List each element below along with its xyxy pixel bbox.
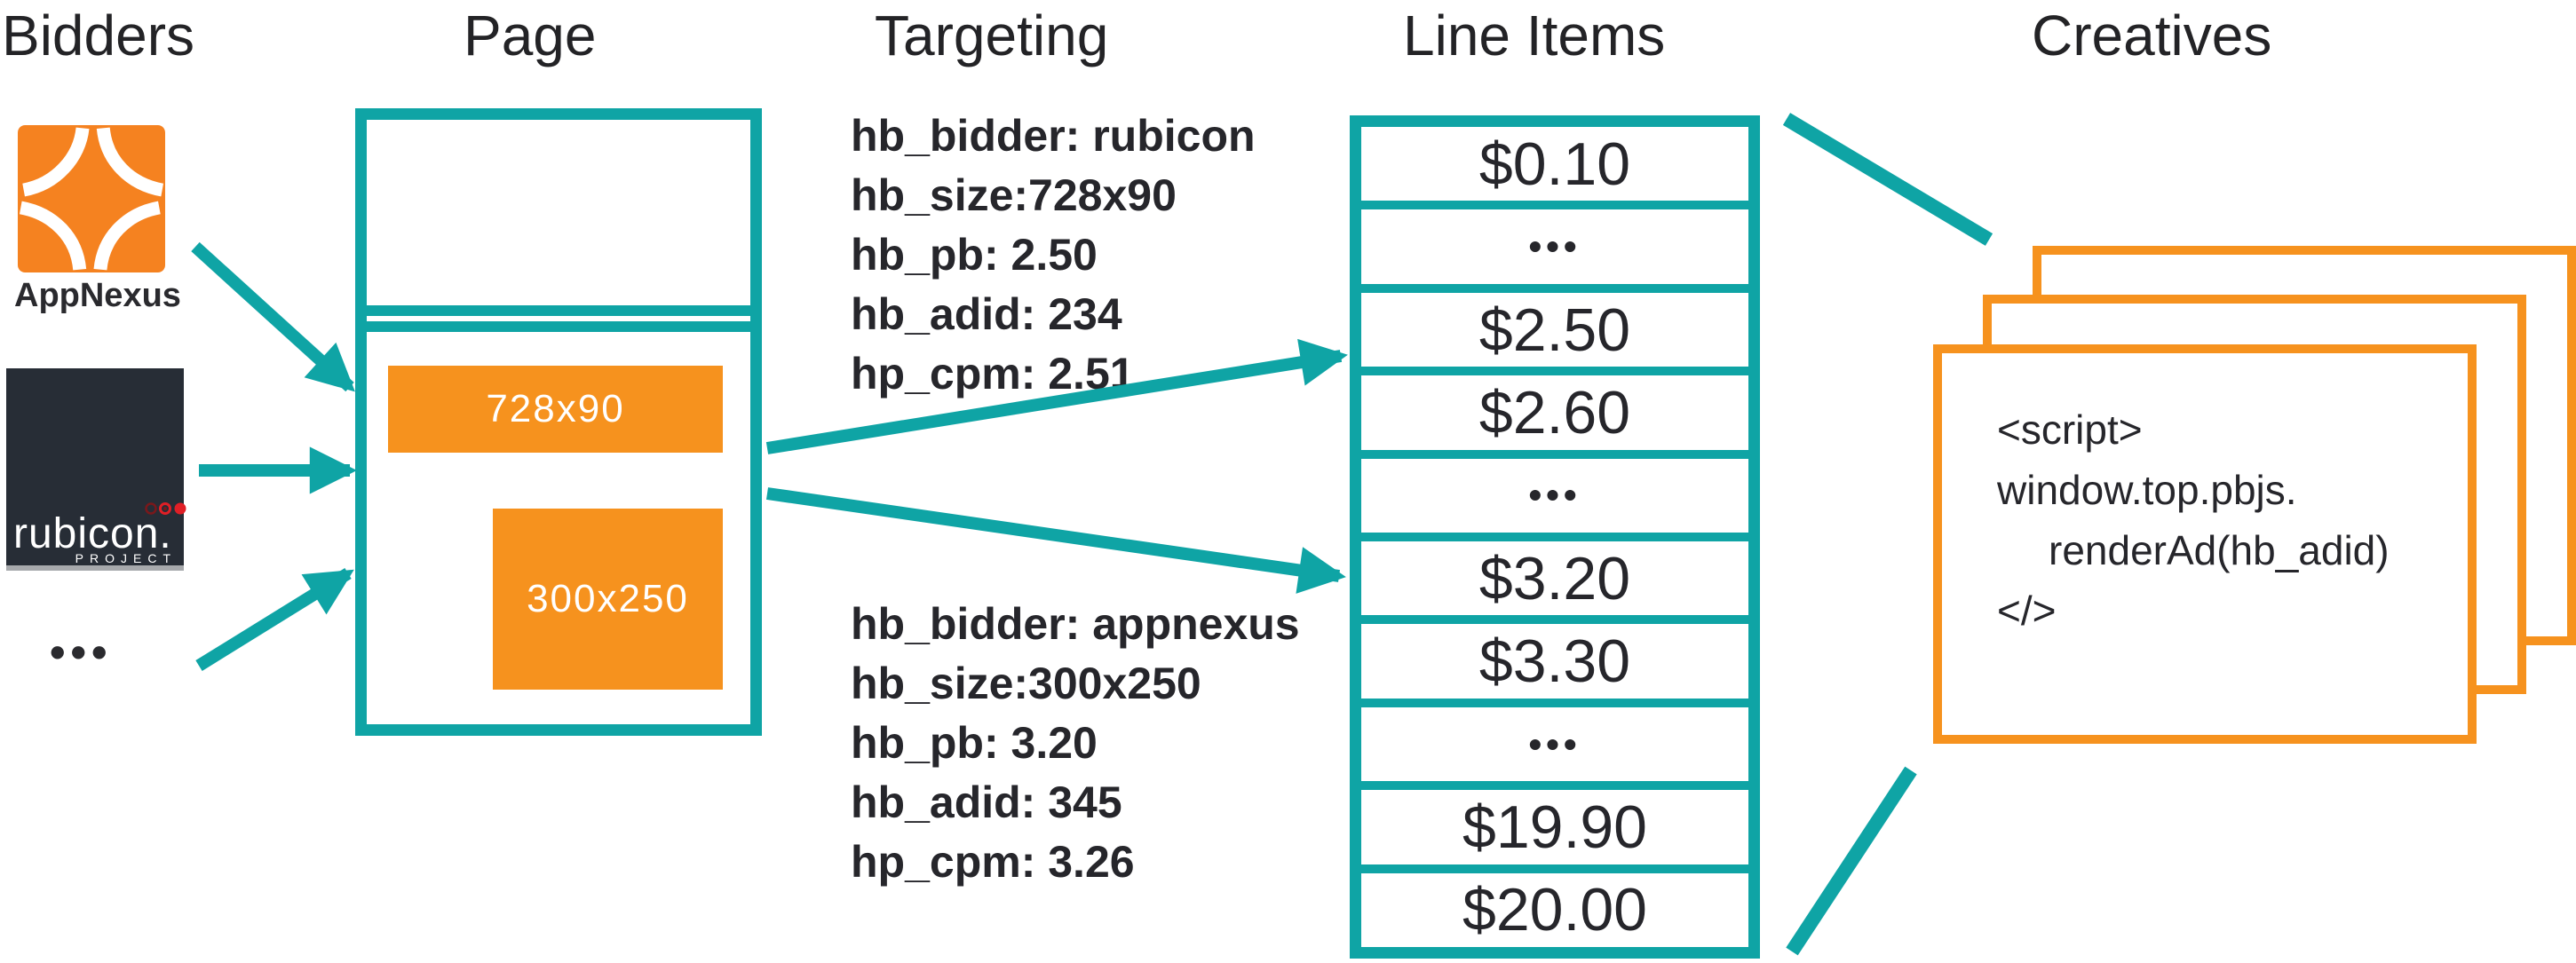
line-item-row: $3.20 [1361, 541, 1748, 616]
column-title-bidders: Bidders [2, 4, 194, 67]
rubicon-project-logo: rubicon. PROJECT [6, 368, 186, 571]
targeting-line: hb_pb: 3.20 [851, 718, 1098, 768]
line-item-row: $2.50 [1361, 292, 1748, 367]
appnexus-logo-label: AppNexus [14, 277, 181, 314]
arrow-page-to-line-item-320 [765, 487, 1346, 594]
targeting-line: hb_adid: 345 [851, 778, 1122, 827]
line-item-ellipsis: ••• [1528, 722, 1581, 765]
line-item-price: $3.20 [1478, 544, 1631, 612]
targeting-line: hp_cpm: 2.51 [851, 349, 1135, 399]
line-item-price: $2.60 [1478, 378, 1631, 446]
arrow-appnexus-to-page [191, 241, 355, 392]
page-header-divider-top [367, 305, 750, 316]
line-item-row: $2.60 [1361, 375, 1748, 450]
targeting-line: hb_bidder: rubicon [851, 111, 1256, 161]
targeting-line: hb_pb: 2.50 [851, 230, 1098, 280]
ad-slot-728x90: 728x90 [388, 366, 723, 453]
line-item-price: $20.00 [1462, 876, 1647, 944]
line-item-row: ••• [1361, 458, 1748, 533]
code-line: renderAd(hb_adid) [2049, 527, 2390, 573]
rubicon-project-label: PROJECT [75, 551, 177, 565]
connector-line-items-to-creatives-bottom [1786, 766, 1917, 956]
line-item-price: $0.10 [1478, 130, 1631, 198]
appnexus-logo-icon [18, 125, 165, 272]
line-item-row: $0.10 [1361, 127, 1748, 201]
more-bidders-ellipsis: ••• [50, 628, 113, 677]
column-title-targeting: Targeting [875, 4, 1109, 67]
targeting-line: hb_adid: 234 [851, 289, 1122, 339]
line-item-row: $19.90 [1361, 790, 1748, 864]
targeting-appnexus-block: hb_bidder: appnexus hb_size:300x250 hb_p… [851, 595, 1300, 892]
line-item-ellipsis: ••• [1528, 474, 1581, 517]
line-items-table: $0.10 ••• $2.50 $2.60 ••• $3.20 $3.30 ••… [1350, 115, 1760, 959]
line-item-price: $2.50 [1478, 296, 1631, 364]
line-item-ellipsis: ••• [1528, 225, 1581, 268]
column-title-line-items: Line Items [1403, 4, 1666, 67]
rubicon-wordmark: rubicon. [13, 510, 172, 557]
creative-card-front: <script> window.top.pbjs. renderAd(hb_ad… [1933, 344, 2477, 744]
line-item-price: $19.90 [1462, 793, 1647, 861]
code-line: window.top.pbjs. [1997, 467, 2297, 513]
targeting-rubicon-block: hb_bidder: rubicon hb_size:728x90 hb_pb:… [851, 107, 1256, 404]
ad-slot-300x250: 300x250 [493, 509, 723, 690]
connector-line-items-to-creatives-top [1782, 113, 1993, 246]
code-line: <script> [1997, 407, 2143, 453]
arrow-more-to-page [195, 568, 354, 671]
line-item-row: ••• [1361, 209, 1748, 284]
line-item-price: $3.30 [1478, 628, 1631, 696]
targeting-line: hb_bidder: appnexus [851, 599, 1300, 649]
targeting-line: hb_size:728x90 [851, 170, 1177, 220]
rubicon-dots-icon [145, 502, 186, 515]
targeting-line: hb_size:300x250 [851, 659, 1201, 708]
line-item-row: ••• [1361, 706, 1748, 782]
code-line: </> [1997, 588, 2057, 634]
line-item-row: $20.00 [1361, 872, 1748, 948]
page-header-divider-bottom [367, 321, 750, 332]
column-title-creatives: Creatives [2032, 4, 2272, 67]
rubicon-bottom-strip [6, 565, 184, 571]
creative-code-snippet: <script> window.top.pbjs. renderAd(hb_ad… [1997, 399, 2390, 641]
column-title-page: Page [464, 4, 597, 67]
line-item-row: $3.30 [1361, 624, 1748, 699]
targeting-line: hp_cpm: 3.26 [851, 837, 1135, 887]
